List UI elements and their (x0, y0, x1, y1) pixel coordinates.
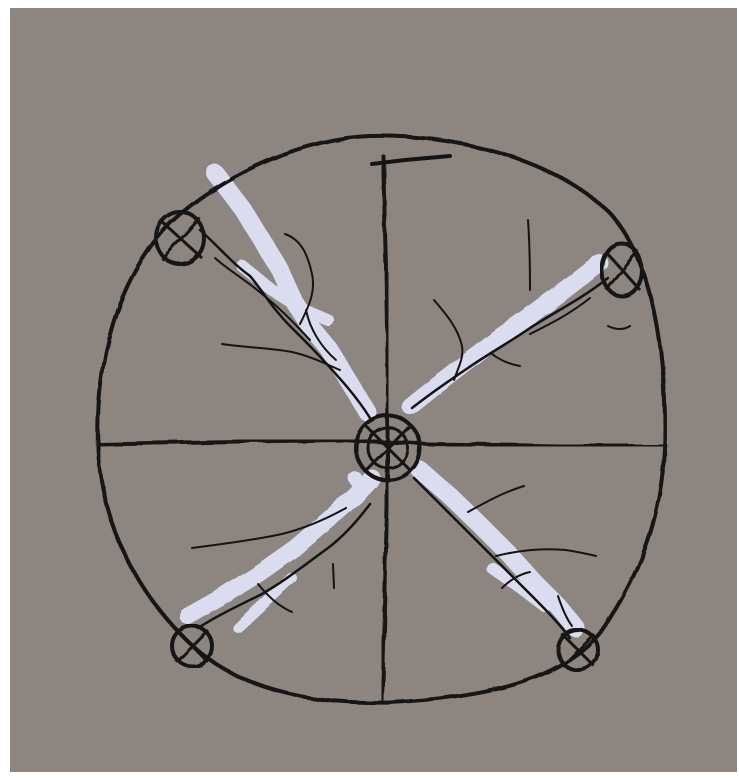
drawing-canvas (10, 8, 737, 772)
wire-top-right-f (608, 326, 630, 329)
highlight-center-glow (355, 478, 362, 488)
wire-bottom-right-b (468, 486, 524, 512)
sketch-drawing (10, 8, 737, 772)
wire-top-right-c (528, 220, 530, 290)
highlight-strokes (188, 173, 600, 628)
center-node-icon (356, 416, 420, 480)
wire-top-right-e (492, 354, 520, 366)
highlight-top-right-arm (410, 263, 600, 406)
wire-bottom-right-a (414, 478, 570, 638)
top-right-node-icon (602, 244, 642, 296)
wire-bottom-left-d (333, 564, 334, 588)
highlight-top-left-arm (215, 173, 368, 413)
bottom-left-node-icon (172, 626, 212, 666)
top-left-node-icon (156, 212, 204, 264)
